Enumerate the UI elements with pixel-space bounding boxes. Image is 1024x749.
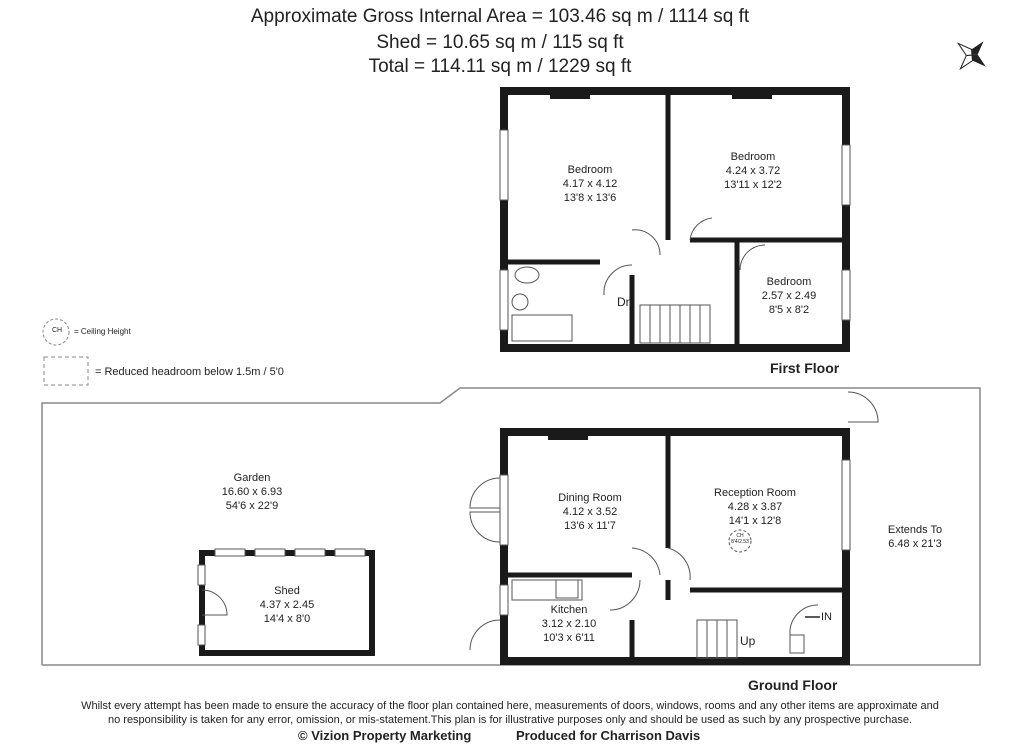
stairs-down-label: Dn	[617, 295, 633, 309]
disclaimer-line-2: no responsibility is taken for any error…	[107, 714, 912, 726]
first-floor-walls	[500, 87, 850, 352]
produced-for-text: Produced for Charrison Davis	[516, 728, 701, 743]
gross-area-heading: Approximate Gross Internal Area = 103.46…	[250, 6, 750, 27]
garden-boundary	[41, 387, 981, 666]
compass-rose-icon	[956, 41, 986, 71]
legend-ch-text: = Ceiling Height	[74, 327, 131, 336]
ground-floor-label: Ground Floor	[748, 677, 838, 693]
legend-ch-symbol	[42, 318, 70, 346]
disclaimer-line-1: Whilst every attempt has been made to en…	[81, 700, 939, 712]
entrance-label: IN	[821, 611, 832, 623]
legend-reduced-headroom-text: = Reduced headroom below 1.5m / 5'0	[95, 366, 284, 378]
first-floor-label: First Floor	[770, 360, 840, 376]
total-area-heading: Total = 114.11 sq m / 1229 sq ft	[368, 56, 632, 77]
legend-ch-label: CH	[52, 327, 63, 334]
shed-walls	[199, 550, 375, 656]
legend-reduced-headroom-symbol	[43, 356, 89, 386]
copyright-text: © Vizion Property Marketing	[298, 728, 472, 743]
shed-area-heading: Shed = 10.65 sq m / 115 sq ft	[376, 32, 624, 53]
stairs-up-label: Up	[740, 634, 756, 648]
